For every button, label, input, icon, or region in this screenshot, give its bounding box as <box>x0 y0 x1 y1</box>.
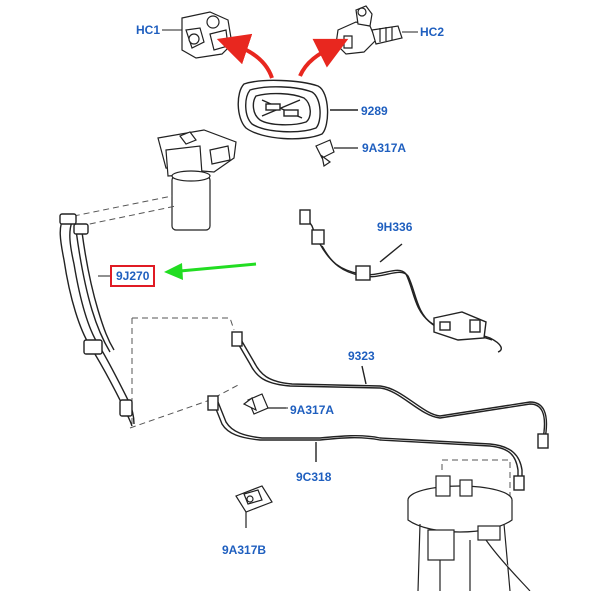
clip-9a317a-mid-illustration <box>242 393 286 415</box>
callout-9a317b: 9A317B <box>222 543 267 557</box>
leader-lines <box>63 195 511 500</box>
clip-9a317a-top-illustration <box>315 139 358 167</box>
filter-housing-illustration <box>157 129 237 231</box>
hc1-connector-illustration <box>181 11 233 59</box>
callout-9h336: 9H336 <box>377 220 413 234</box>
callout-leaders <box>98 29 418 409</box>
harness-9h336-illustration <box>299 209 502 353</box>
callout-hc1: HC1 <box>136 23 161 37</box>
green-pointer-arrow <box>164 262 257 280</box>
tube-9289-illustration <box>237 79 358 140</box>
tube-9c318-illustration <box>207 395 525 491</box>
callout-9a317a-mid: 9A317A <box>290 403 335 417</box>
callout-9a317a-top: 9A317A <box>362 141 407 155</box>
callout-9j270-highlighted: 9J270 <box>110 265 156 287</box>
hc2-connector-illustration <box>335 5 403 55</box>
fuel-pump-module-illustration <box>407 475 531 591</box>
clip-9a317b-illustration <box>235 485 273 528</box>
red-arrows <box>216 33 349 79</box>
callout-hc2: HC2 <box>420 25 445 39</box>
tube-9j270-illustration <box>59 213 135 427</box>
callout-9289: 9289 <box>361 104 388 118</box>
tube-9323-illustration <box>231 331 549 449</box>
callout-9323: 9323 <box>348 349 375 363</box>
callout-9c318: 9C318 <box>296 470 332 484</box>
